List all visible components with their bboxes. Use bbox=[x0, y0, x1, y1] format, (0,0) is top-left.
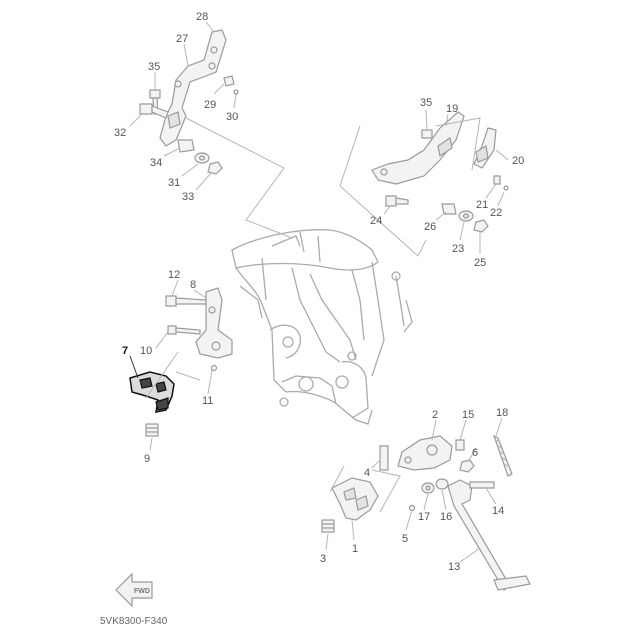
callout-19: 19 bbox=[446, 103, 458, 115]
callout-26: 26 bbox=[424, 221, 436, 233]
callout-1: 1 bbox=[352, 543, 358, 555]
callout-20: 20 bbox=[512, 155, 524, 167]
callout-2: 2 bbox=[432, 409, 438, 421]
callout-23: 23 bbox=[452, 243, 464, 255]
spring-3 bbox=[321, 519, 335, 533]
footrest-7[interactable] bbox=[129, 371, 175, 413]
callout-4: 4 bbox=[364, 467, 370, 479]
callout-17: 17 bbox=[418, 511, 430, 523]
bolt-14 bbox=[469, 481, 495, 489]
callout-21: 21 bbox=[476, 199, 488, 211]
nut-6 bbox=[459, 459, 475, 473]
washer-31 bbox=[194, 152, 210, 164]
callout-35-left: 35 bbox=[148, 61, 160, 73]
bolt-24 bbox=[385, 195, 409, 207]
callout-30: 30 bbox=[226, 111, 238, 123]
bolt-35-right bbox=[421, 129, 433, 139]
bolt-15 bbox=[455, 439, 465, 451]
callout-8: 8 bbox=[190, 279, 196, 291]
right-footrest-bracket bbox=[397, 435, 453, 471]
callout-15: 15 bbox=[462, 409, 474, 421]
nut-25 bbox=[473, 219, 489, 233]
callout-31: 31 bbox=[168, 177, 180, 189]
sidestand bbox=[447, 479, 531, 591]
leader-lines bbox=[129, 21, 509, 563]
callout-10: 10 bbox=[140, 345, 152, 357]
washer-23 bbox=[458, 210, 474, 222]
callout-5: 5 bbox=[402, 533, 408, 545]
callout-27: 27 bbox=[176, 33, 188, 45]
callout-35-right: 35 bbox=[420, 97, 432, 109]
callout-18: 18 bbox=[496, 407, 508, 419]
fwd-arrow-icon: FWD bbox=[115, 572, 153, 608]
pin-34 bbox=[177, 139, 195, 153]
cotter-29-30 bbox=[223, 75, 239, 95]
callout-25: 25 bbox=[474, 257, 486, 269]
bolt-10 bbox=[167, 325, 201, 335]
bolt-4 bbox=[379, 445, 389, 471]
footrest-1 bbox=[331, 477, 379, 521]
drawing-code: 5VK8300-F340 bbox=[100, 616, 168, 627]
callout-29: 29 bbox=[204, 99, 216, 111]
callout-32: 32 bbox=[114, 127, 126, 139]
fwd-label: FWD bbox=[134, 588, 150, 595]
callout-11: 11 bbox=[202, 395, 213, 407]
washer-17 bbox=[421, 482, 435, 494]
cotter-21-22 bbox=[493, 175, 509, 191]
rear-left-footrest-bracket bbox=[159, 29, 227, 147]
bolt-32 bbox=[139, 103, 169, 119]
left-footrest-bracket bbox=[195, 287, 233, 359]
callout-33: 33 bbox=[182, 191, 194, 203]
frame-assembly bbox=[231, 229, 413, 425]
callout-14: 14 bbox=[492, 505, 504, 517]
callout-16: 16 bbox=[440, 511, 452, 523]
pin-26 bbox=[441, 203, 457, 215]
callout-34: 34 bbox=[150, 157, 162, 169]
rear-right-footrest-bracket bbox=[371, 111, 465, 185]
cotter-11 bbox=[210, 364, 218, 372]
callout-13: 13 bbox=[448, 561, 460, 573]
spring-18 bbox=[492, 434, 513, 477]
callout-3: 3 bbox=[320, 553, 326, 565]
footrest-20 bbox=[473, 127, 497, 169]
callout-24: 24 bbox=[370, 215, 382, 227]
callout-22: 22 bbox=[490, 207, 502, 219]
callout-labels: 28 27 35 29 30 32 34 31 33 35 19 20 21 2… bbox=[114, 11, 524, 573]
washer-16 bbox=[435, 478, 449, 490]
cotter-5 bbox=[408, 504, 416, 512]
callout-9: 9 bbox=[144, 453, 150, 465]
nut-33 bbox=[207, 161, 223, 175]
callout-12: 12 bbox=[168, 269, 180, 281]
callout-28: 28 bbox=[196, 11, 208, 23]
callout-7-highlighted[interactable]: 7 bbox=[122, 345, 128, 357]
bolt-12 bbox=[165, 295, 207, 307]
callout-6: 6 bbox=[472, 447, 478, 459]
spring-9 bbox=[145, 423, 159, 437]
